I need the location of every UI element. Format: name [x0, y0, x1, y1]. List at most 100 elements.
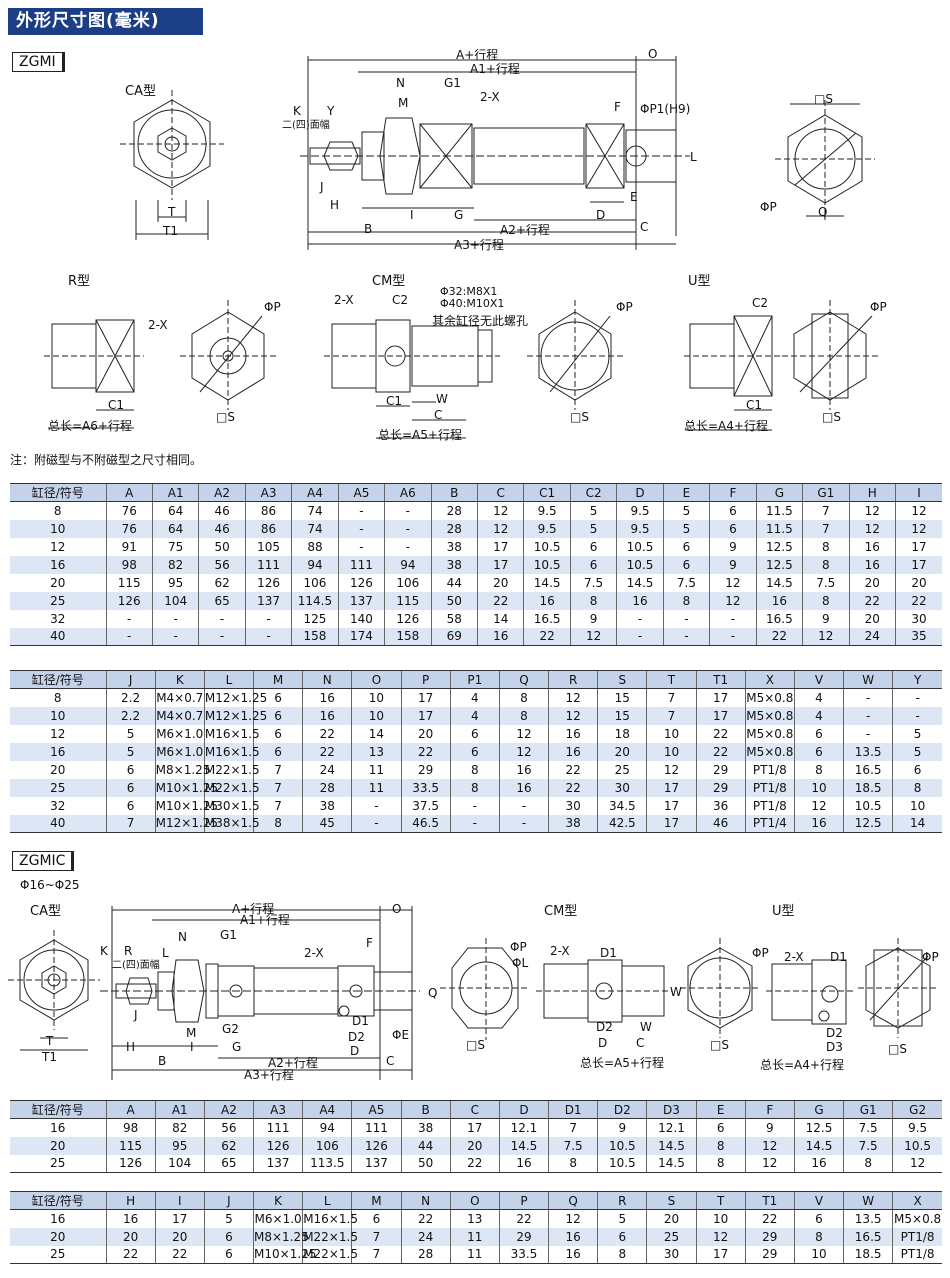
table-cell: 22	[400, 742, 451, 761]
dim-y: Y	[327, 104, 335, 118]
table-cell: 16	[476, 627, 524, 646]
table-cell: 12.1	[646, 1118, 697, 1137]
table-cell: 16.5	[523, 609, 571, 628]
table-cell: 17	[400, 706, 451, 725]
dim-d: D	[596, 208, 606, 222]
table-cell: 20	[10, 1227, 106, 1246]
table-cell: M30×1.5	[203, 796, 260, 815]
table-cell: 14	[892, 814, 942, 833]
table-cell: 5	[203, 1209, 254, 1228]
table-cell: 25	[10, 778, 106, 797]
table-cell: 5	[569, 501, 617, 520]
table-cell: 74	[291, 501, 339, 520]
cm-dim-c2: C2	[392, 293, 409, 307]
table-cell: 6	[449, 724, 500, 743]
table-header-cell: 缸径/符号	[10, 483, 106, 502]
dim-m: M	[398, 96, 409, 110]
table-cell: 12	[744, 1154, 795, 1173]
table-cell: 6	[709, 501, 757, 520]
table-cell: 13.5	[843, 1209, 893, 1228]
table-header-cell: S	[597, 670, 647, 689]
dim-e: E	[630, 190, 638, 204]
table-cell: 8	[793, 1227, 844, 1246]
zgmic-dim-r: R	[124, 944, 133, 958]
table-header-cell: P	[400, 670, 451, 689]
table-cell: 11	[449, 1227, 500, 1246]
table-cell: 36	[695, 796, 746, 815]
table-cell: 82	[151, 555, 199, 574]
table-cell: 6	[253, 742, 303, 761]
table-cell: 30	[597, 778, 647, 797]
table-cell: 22	[695, 724, 746, 743]
table-cell: 22	[476, 591, 524, 610]
table-cell: 22	[302, 742, 352, 761]
label-flats: 二(四)面幅	[282, 120, 330, 131]
table-cell: 13	[449, 1209, 500, 1228]
table-cell: 17	[476, 537, 524, 556]
table-cell: 10	[10, 519, 106, 538]
table-cell: 64	[151, 519, 199, 538]
dim-j: J	[320, 180, 324, 194]
table-header-cell: G1	[802, 483, 849, 502]
table-cell: 8	[802, 591, 849, 610]
table-cell: 82	[154, 1118, 205, 1137]
table-cell: 14.5	[523, 573, 571, 592]
table-cell: 5	[569, 519, 617, 538]
table-cell: 14	[476, 609, 524, 628]
zgmic-a-stroke: A+行程	[232, 902, 275, 916]
cm-2x: 2-X	[334, 293, 354, 307]
table-cell: 16	[755, 591, 803, 610]
table-cell: 106	[291, 573, 339, 592]
table-cell: 50	[400, 1154, 451, 1173]
table-cell: 7	[105, 814, 156, 833]
zgmic-u-phi-p: ΦP	[922, 950, 939, 964]
table-cell: 12	[548, 688, 598, 707]
table-cell: 6	[449, 742, 500, 761]
table-cell: M6×1.0	[154, 742, 205, 761]
table-cell: 94	[384, 555, 432, 574]
table-cell: M5×0.8	[744, 706, 795, 725]
table-cell: 69	[430, 627, 478, 646]
table-cell: 94	[291, 555, 339, 574]
table-cell: 38	[302, 796, 352, 815]
cm-sq-s: □S	[570, 410, 589, 424]
table-cell: 22	[523, 627, 571, 646]
table-cell: 8	[843, 1154, 893, 1173]
table-cell: 115	[105, 1136, 156, 1155]
table-cell: 8	[449, 760, 500, 779]
table-cell: 17	[695, 1245, 746, 1264]
table-cell: 106	[384, 573, 432, 592]
table-cell: -	[843, 724, 893, 743]
table-header-cell: I	[154, 1191, 205, 1210]
zgmic-dim-g1: G1	[220, 928, 237, 942]
label-2x: 2-X	[480, 90, 500, 104]
table-cell: 29	[695, 778, 746, 797]
table-cell: -	[244, 609, 292, 628]
table-cell: 20	[50, 762, 66, 777]
table-cell: 46	[198, 519, 246, 538]
dim-h: H	[330, 198, 340, 212]
table-cell: 8	[253, 814, 303, 833]
zgmic-flats: 二(四)面幅	[112, 960, 160, 971]
table-header-cell: F	[744, 1100, 795, 1119]
table-cell: 32	[50, 611, 66, 626]
table-cell: 11.5	[755, 519, 803, 538]
table-cell: 16	[548, 742, 598, 761]
table-cell: -	[892, 706, 942, 725]
ca-type-label: CA型	[125, 84, 156, 99]
table-cell: 114.5	[291, 591, 339, 610]
table-cell: 12	[848, 501, 896, 520]
table-header-cell: G	[793, 1100, 844, 1119]
table-cell: 104	[154, 1154, 205, 1173]
table-cell: 98	[105, 1118, 156, 1137]
table-header-cell: D1	[548, 1100, 598, 1119]
table-cell: 9.5	[616, 519, 664, 538]
dim-o: O	[648, 47, 658, 61]
table-header-cell: A1	[154, 1100, 205, 1119]
table-cell: 16	[105, 1209, 156, 1228]
table-cell: 30	[646, 1245, 697, 1264]
table-cell: 8	[793, 760, 844, 779]
